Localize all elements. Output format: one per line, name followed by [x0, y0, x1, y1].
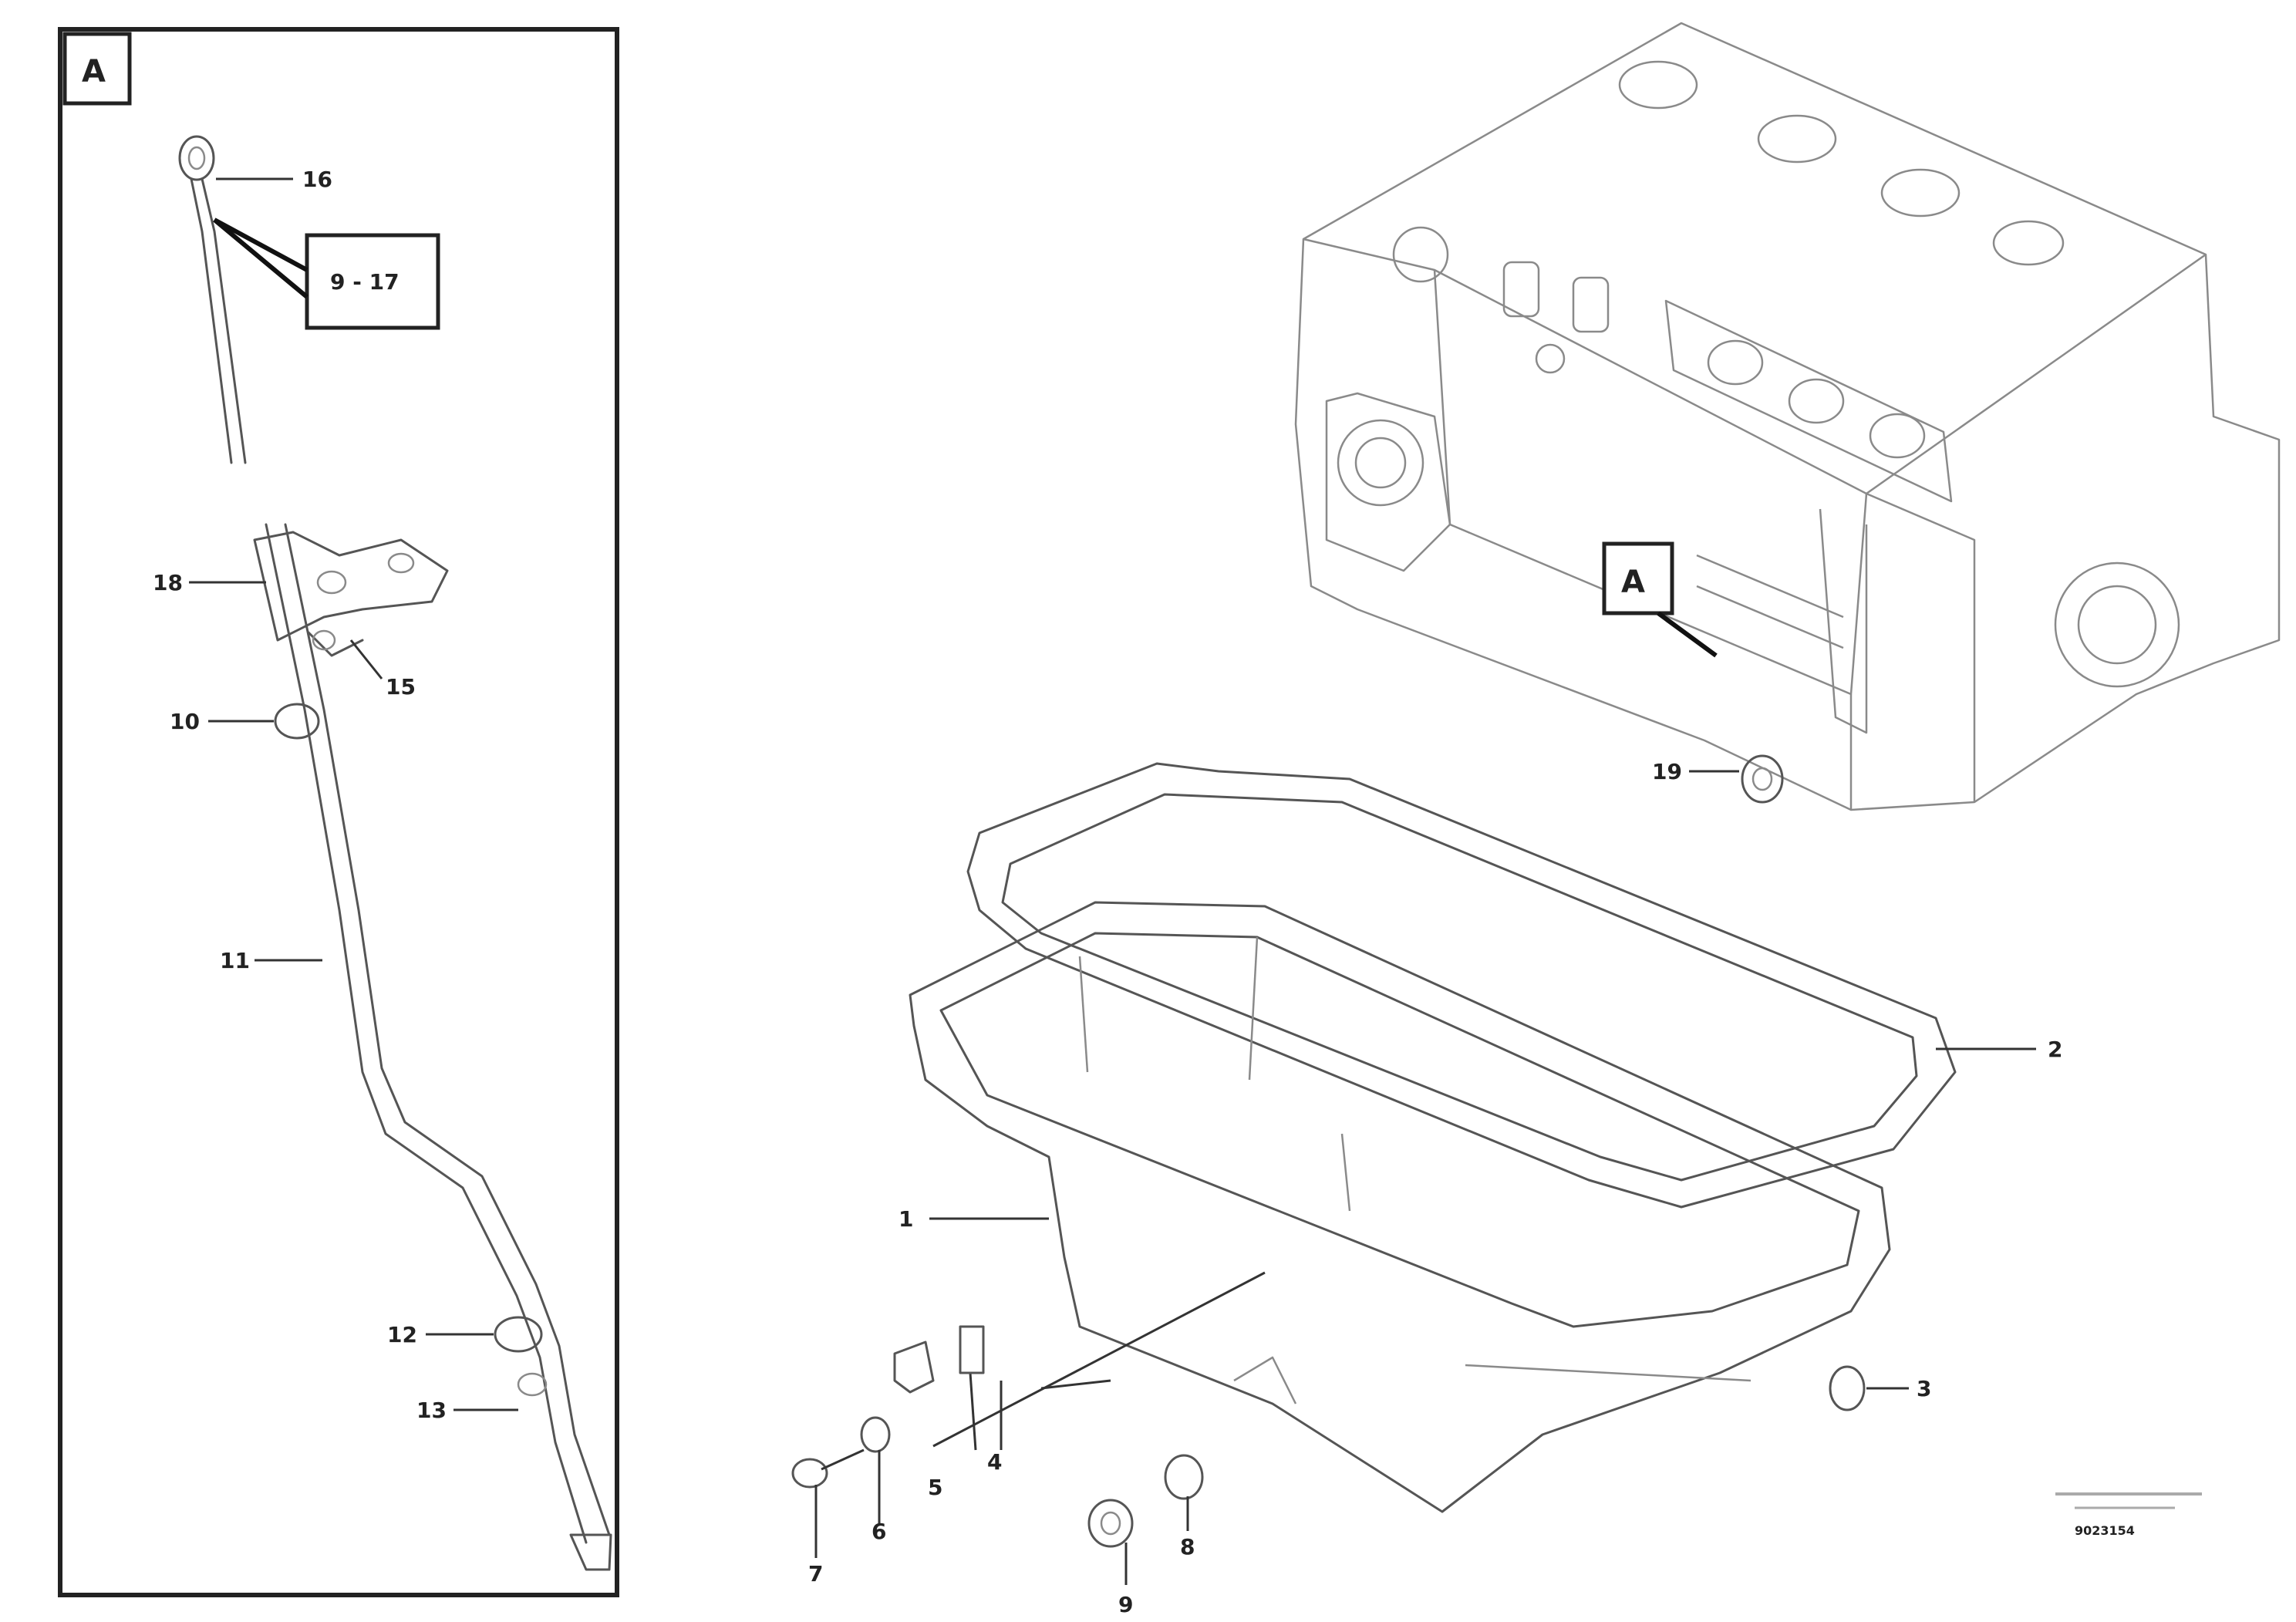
document-id-block: 9023154 [2055, 1492, 2202, 1538]
callout-4: 4 [987, 1449, 1002, 1475]
main-view-marker: A [1602, 541, 1718, 658]
inset-view-a: A 9 - 17 [58, 27, 619, 1597]
dipstick-handle [178, 135, 247, 464]
reference-box-label: 9 - 17 [330, 269, 400, 295]
reference-box: 9 - 17 [213, 218, 440, 330]
main-view-letter: A [1621, 565, 1645, 600]
callout-13: 13 [416, 1398, 447, 1423]
bolt-6-head [860, 1416, 891, 1453]
tube-bracket [253, 531, 449, 657]
inset-view-letter: A [82, 54, 106, 89]
callout-12: 12 [387, 1322, 417, 1347]
callout-15: 15 [386, 674, 416, 700]
callout-18: 18 [153, 570, 183, 595]
oil-pan: 1 [899, 901, 1891, 1513]
callout-19: 19 [1652, 759, 1682, 784]
callout-16: 16 [302, 167, 332, 192]
oil-pan-gasket: 2 [966, 762, 2062, 1209]
tube-seal-upper [274, 703, 320, 740]
callout-9: 9 [1118, 1592, 1133, 1617]
inset-view-letter-box [62, 32, 132, 106]
tube-seal-lower-inner [517, 1372, 548, 1397]
callout-6: 6 [872, 1519, 886, 1544]
document-id: 9023154 [2075, 1523, 2135, 1538]
engine-block [1294, 22, 2281, 811]
callout-3: 3 [1917, 1376, 1931, 1401]
fasteners: 4 5 6 7 8 9 [791, 1271, 1266, 1617]
tube-seal-lower [494, 1316, 543, 1353]
bolt-8-head [1164, 1454, 1204, 1500]
callout-1: 1 [899, 1206, 913, 1232]
callout-11: 11 [220, 948, 250, 973]
inset-frame [58, 27, 619, 1597]
drain-plug: 3 [1829, 1365, 1931, 1411]
callout-2: 2 [2048, 1037, 2062, 1062]
callout-8: 8 [1180, 1534, 1195, 1560]
bolt-4-head [893, 1340, 935, 1394]
callout-5: 5 [928, 1475, 942, 1500]
callout-7: 7 [808, 1561, 823, 1587]
bolt-7-head [791, 1458, 828, 1489]
block-plug: 19 [1652, 754, 1784, 804]
callout-10: 10 [170, 709, 200, 734]
dipstick-guide-tube [265, 523, 612, 1571]
washer-9 [1087, 1499, 1134, 1548]
bolt-5-head [959, 1325, 985, 1374]
